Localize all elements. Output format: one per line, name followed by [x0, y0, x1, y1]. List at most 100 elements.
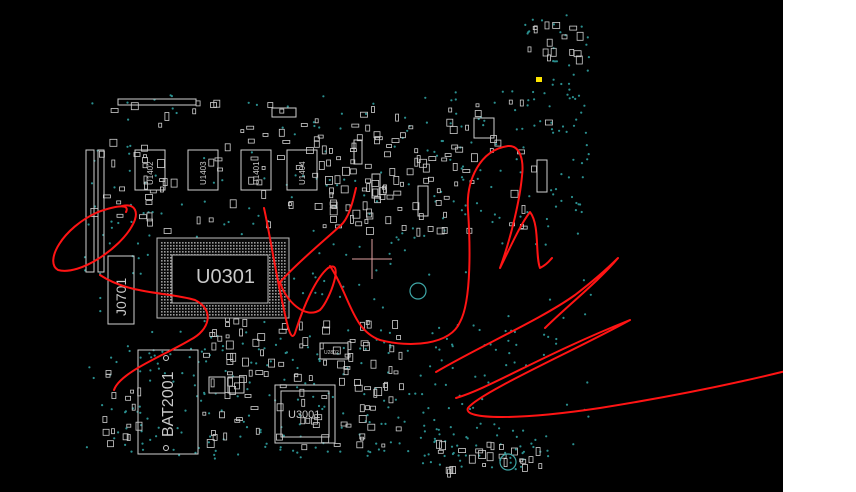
cpu-ball: [203, 311, 205, 313]
cpu-ball: [272, 296, 274, 298]
cpu-ball: [266, 254, 268, 256]
cpu-ball: [164, 290, 166, 292]
cpu-ball: [212, 254, 214, 256]
via: [550, 121, 553, 124]
cpu-ball: [170, 278, 172, 280]
part-tall-2[interactable]: [371, 173, 381, 199]
cpu-ball: [284, 254, 286, 256]
chip-u3001[interactable]: U3001: [274, 384, 336, 444]
cpu-ball: [203, 308, 205, 310]
pcb-board-svg[interactable]: U1402 U1403 U1401 U1404 U0301 J0701 BAT2…: [0, 0, 783, 492]
via: [250, 151, 253, 154]
via: [189, 347, 193, 350]
via: [414, 392, 417, 395]
via: [507, 315, 510, 318]
highlighted-part[interactable]: [536, 77, 542, 82]
part-oscillator[interactable]: [271, 107, 297, 118]
cpu-ball: [170, 257, 172, 259]
small-part: [212, 433, 218, 441]
via: [248, 381, 251, 384]
cpu-ball: [230, 251, 232, 253]
small-part: [310, 417, 318, 425]
cpu-ball: [281, 266, 283, 268]
cpu-ball: [248, 242, 250, 244]
cpu-ball: [194, 311, 196, 313]
small-part: [392, 320, 399, 329]
part-square-2[interactable]: [227, 376, 245, 394]
chip-u1401[interactable]: U1401: [240, 149, 272, 191]
small-part: [531, 165, 537, 173]
cpu-ball: [182, 251, 184, 253]
via: [130, 220, 133, 223]
via: [575, 118, 578, 121]
via: [129, 144, 132, 147]
via: [584, 131, 588, 134]
chip-u1404[interactable]: U1404: [286, 149, 318, 191]
small-part: [360, 340, 369, 347]
via: [586, 69, 589, 72]
small-part: [521, 204, 526, 214]
cpu-ball: [236, 308, 238, 310]
small-part: [224, 143, 231, 152]
via: [360, 362, 363, 365]
via: [128, 169, 131, 172]
left-edge-connector[interactable]: [85, 149, 95, 273]
part-tall-3[interactable]: [353, 139, 363, 165]
cpu-ball: [164, 266, 166, 268]
cpu-ball-grid: [161, 242, 286, 316]
via: [284, 351, 287, 355]
small-part: [454, 181, 459, 187]
battery-bat2001[interactable]: BAT2001: [137, 349, 199, 455]
chip-u1403[interactable]: U1403: [187, 149, 219, 191]
small-part: [365, 227, 374, 235]
cpu-ball: [167, 260, 169, 262]
cpu-ball: [170, 314, 172, 316]
via: [515, 435, 518, 438]
pcb-board-view[interactable]: U1402 U1403 U1401 U1404 U0301 J0701 BAT2…: [0, 0, 783, 492]
cpu-ball: [281, 242, 283, 244]
small-part: [278, 328, 287, 334]
part-square-1[interactable]: [208, 376, 226, 394]
connector-j0701[interactable]: J0701: [107, 255, 135, 325]
cpu-ball: [167, 287, 169, 289]
via: [451, 343, 454, 346]
via: [543, 333, 546, 336]
cpu-ball: [188, 308, 190, 310]
cpu-ball: [251, 308, 253, 310]
part-tall-1[interactable]: [417, 185, 429, 217]
via: [389, 262, 392, 265]
cpu-ball: [221, 248, 223, 250]
via: [87, 223, 90, 226]
label-u1404: U1404: [298, 161, 307, 185]
via: [85, 446, 88, 449]
part-square-3[interactable]: [473, 117, 495, 139]
via: [390, 241, 393, 244]
cpu-ball: [254, 251, 256, 253]
cpu-ball: [248, 251, 250, 253]
small-part: [349, 214, 354, 224]
top-connector[interactable]: [117, 98, 197, 106]
cpu-ball: [251, 314, 253, 316]
via: [257, 214, 260, 217]
small-part: [362, 201, 368, 211]
via: [508, 352, 511, 355]
cpu-ball: [278, 314, 280, 316]
cpu-ball: [209, 308, 211, 310]
small-part: [354, 384, 363, 392]
chip-u1402[interactable]: U1402: [134, 149, 166, 191]
cpu-ball: [236, 311, 238, 313]
chip-u2802[interactable]: U2802: [319, 342, 349, 360]
cpu-ball: [254, 311, 256, 313]
small-part: [248, 176, 255, 185]
via: [438, 326, 441, 329]
small-part: [547, 54, 551, 62]
part-right-connector[interactable]: [536, 159, 548, 193]
via: [576, 232, 580, 235]
cpu-ball: [164, 296, 166, 298]
small-part: [427, 225, 434, 232]
via: [493, 101, 496, 104]
via: [274, 343, 278, 346]
via: [332, 243, 335, 246]
via: [474, 375, 477, 378]
cpu-ball: [170, 281, 172, 283]
